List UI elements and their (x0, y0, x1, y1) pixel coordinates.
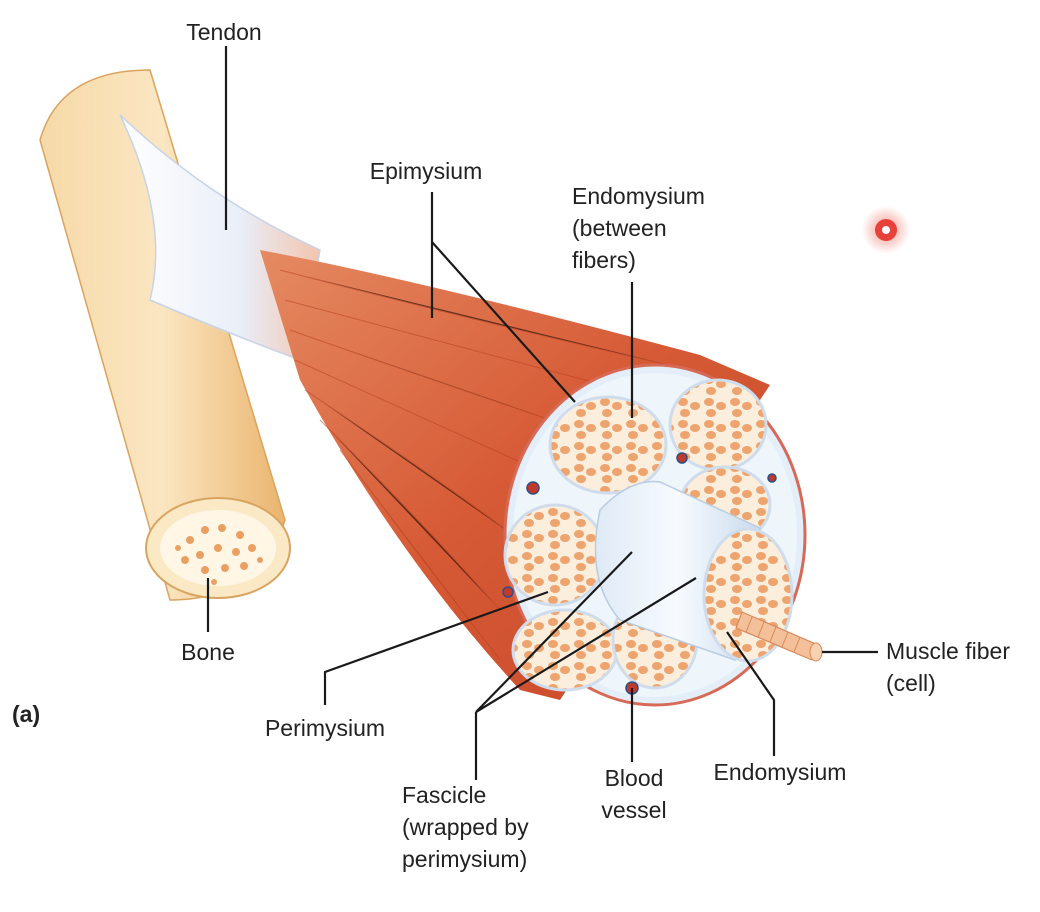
label-perimysium: Perimysium (265, 715, 385, 741)
label-fascicle-line2: (wrapped by (402, 814, 529, 840)
muscle-belly-illustration (260, 250, 770, 700)
label-blood-vessel-line1: Blood (605, 765, 664, 791)
label-bone: Bone (181, 639, 235, 665)
label-tendon: Tendon (186, 19, 261, 45)
label-muscle-fiber-line1: Muscle fiber (886, 638, 1010, 664)
record-dot-icon (862, 206, 910, 254)
label-endomysium-top-line1: Endomysium (572, 183, 705, 209)
tendon-illustration (119, 114, 321, 362)
label-endomysium-top-line3: fibers) (572, 247, 636, 273)
muscle-cross-section (502, 363, 823, 707)
label-endomysium-bottom: Endomysium (714, 759, 847, 785)
label-blood-vessel-line2: vessel (601, 797, 666, 823)
leader-lines (206, 46, 878, 780)
muscle-fiber-strand (735, 611, 819, 661)
label-fascicle-line1: Fascicle (402, 782, 486, 808)
label-muscle-fiber-line2: (cell) (886, 670, 936, 696)
label-fascicle-line3: perimysium) (402, 846, 527, 872)
panel-label: (a) (12, 701, 40, 727)
label-epimysium: Epimysium (370, 158, 482, 184)
bone-illustration (39, 69, 291, 601)
label-endomysium-top-line2: (between (572, 215, 667, 241)
